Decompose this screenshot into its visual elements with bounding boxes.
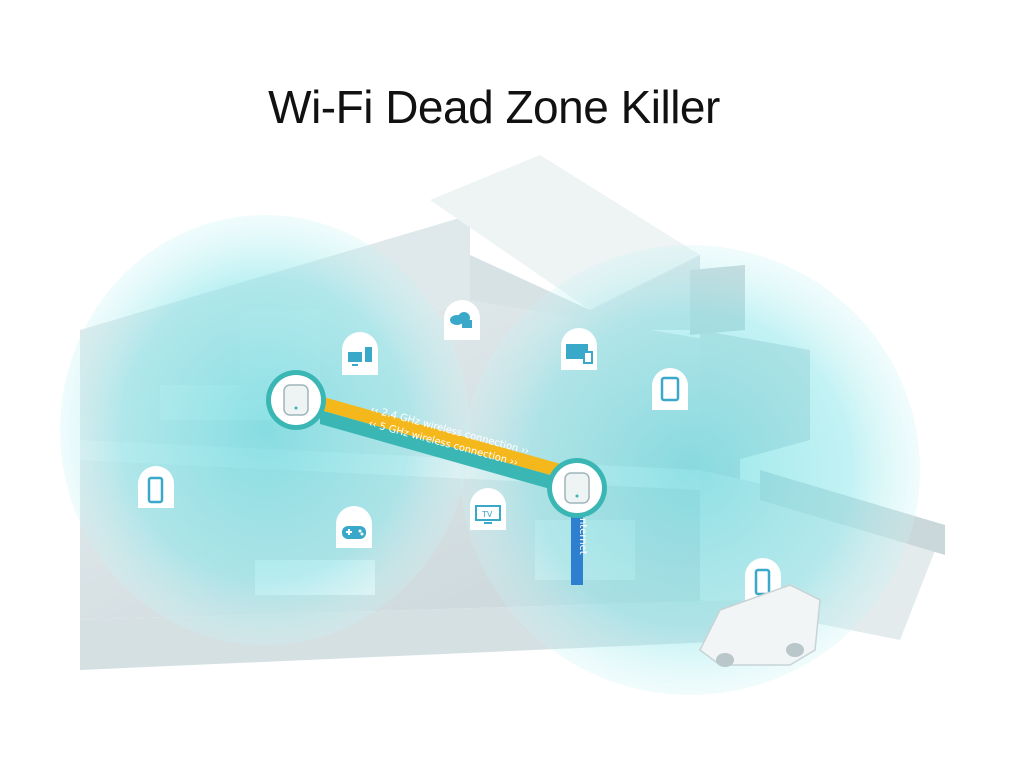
band-5-strip: [320, 410, 575, 496]
tv-label: TV: [481, 510, 493, 519]
phone-device-badge-left: [138, 466, 174, 508]
router-downstairs: [547, 458, 607, 518]
band-24-strip: [320, 396, 575, 482]
internet-line: [571, 505, 583, 585]
gamepad-device-badge: [336, 506, 372, 548]
gamepad-icon: [342, 526, 366, 539]
internet-label: Internet: [577, 515, 588, 555]
phone-icon: [754, 568, 771, 596]
headline: Wi-Fi Dead Zone Killer: [268, 81, 720, 133]
monitor-device-badge: [561, 328, 597, 370]
tablet-device-badge: [652, 368, 688, 410]
tv-icon: TV: [475, 505, 501, 524]
router-upstairs: [266, 370, 326, 430]
desktop-icon: [348, 347, 372, 366]
car-icon: [699, 584, 821, 667]
cloud-icon: [450, 312, 472, 328]
desktop-device-badge: [342, 332, 378, 375]
monitor-icon: [566, 344, 588, 359]
tv-device-badge: TV: [470, 488, 506, 530]
phone-device-badge-right: [745, 558, 781, 600]
router-icon: [564, 472, 590, 504]
tablet-icon: [660, 376, 680, 402]
router-icon: [283, 384, 309, 416]
phone-icon: [147, 476, 164, 504]
cloud-device-badge: [444, 300, 480, 340]
